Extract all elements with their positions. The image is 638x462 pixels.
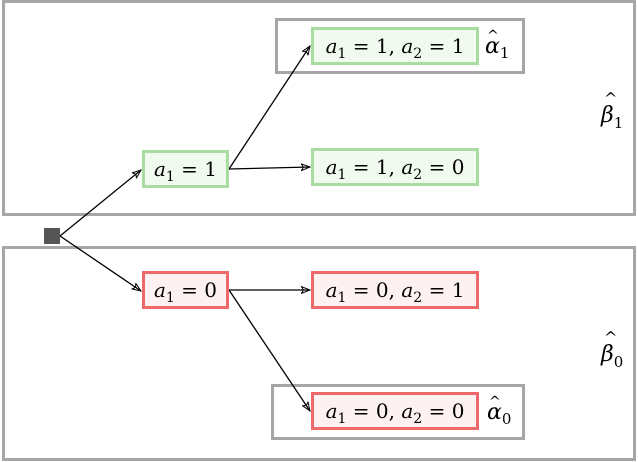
svg-text:α1: α1 xyxy=(485,34,509,62)
node-box xyxy=(311,27,479,65)
tree-edge-arrow xyxy=(59,170,141,237)
lower-group-label: α0 ^ xyxy=(487,394,511,428)
node-label: a1 = 1, a2 = 1 xyxy=(326,34,465,62)
tree-node: a1 = 1 xyxy=(142,150,229,188)
node-box xyxy=(311,148,479,186)
root-node xyxy=(44,228,60,244)
nodes: a1 = 1 a1 = 1, a2 = 1 a1 = 1, a2 = 0 a1 = 0… xyxy=(142,27,479,430)
upper-group-box xyxy=(275,18,525,74)
node-box xyxy=(142,150,229,188)
lower-group-box xyxy=(271,384,525,440)
tree-edge-arrow xyxy=(228,167,310,169)
hat-mark: ^ xyxy=(487,28,499,44)
tree-edge-arrow xyxy=(228,46,310,170)
upper-group-label: α1 ^ xyxy=(485,28,509,62)
tree-node: a1 = 0, a2 = 0 xyxy=(311,392,479,430)
node-label: a1 = 1 xyxy=(154,157,217,185)
hat-mark: ^ xyxy=(489,394,501,410)
node-label: a1 = 0, a2 = 1 xyxy=(326,278,465,306)
node-box xyxy=(311,271,479,309)
node-label: a1 = 1, a2 = 0 xyxy=(326,155,465,183)
node-box xyxy=(311,392,479,430)
edges xyxy=(59,46,310,411)
tree-node: a1 = 0, a2 = 1 xyxy=(311,271,479,309)
hat-mark: ^ xyxy=(604,89,617,108)
lower-region-box xyxy=(2,246,636,461)
upper-region-label: β1 ^ xyxy=(600,89,623,132)
svg-text:α0: α0 xyxy=(487,400,511,428)
tree-node: a1 = 1, a2 = 1 xyxy=(311,27,479,65)
tree-edge-arrow xyxy=(228,289,310,411)
node-box xyxy=(142,271,229,309)
tree-node: a1 = 1, a2 = 0 xyxy=(311,148,479,186)
tree-edge-arrow xyxy=(59,235,141,291)
tree-node: a1 = 0 xyxy=(142,271,229,309)
svg-text:β1: β1 xyxy=(600,103,623,132)
node-label: a1 = 0 xyxy=(154,278,217,306)
node-label: a1 = 0, a2 = 0 xyxy=(326,399,465,427)
hat-mark: ^ xyxy=(604,328,617,347)
svg-text:β0: β0 xyxy=(600,342,623,371)
lower-region-label: β0 ^ xyxy=(600,328,623,371)
upper-region-box xyxy=(2,0,636,216)
